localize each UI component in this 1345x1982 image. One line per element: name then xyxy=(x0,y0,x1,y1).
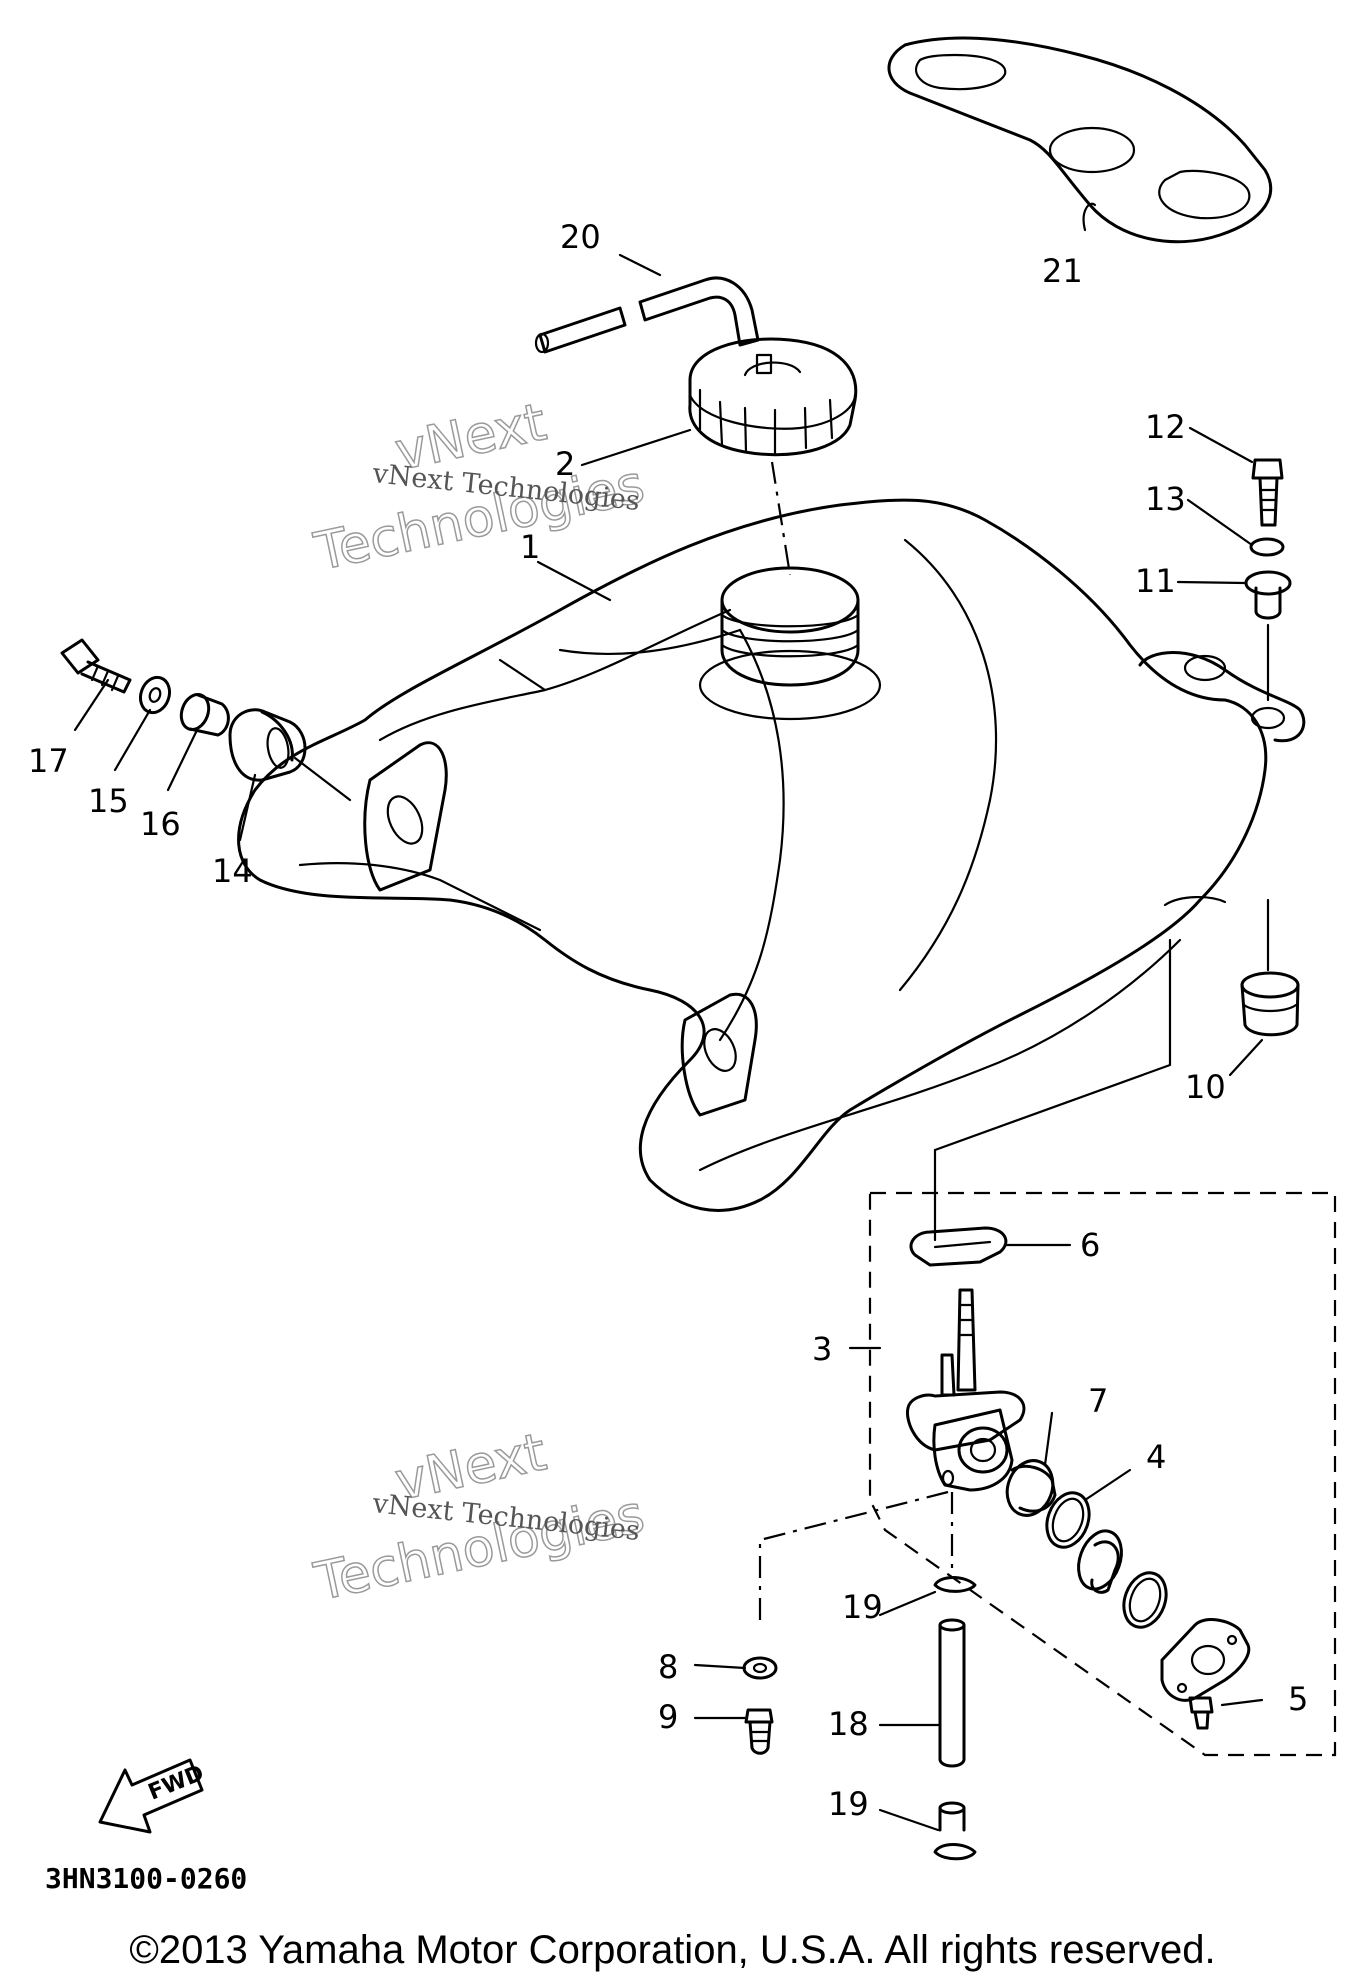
o-ring-2 xyxy=(1122,1571,1168,1629)
part-5-screw xyxy=(1188,1696,1214,1730)
callout-13: 13 xyxy=(1145,480,1186,518)
callout-21: 21 xyxy=(1042,252,1083,290)
callout-1: 1 xyxy=(520,528,540,566)
part-19-clip-upper xyxy=(933,1576,977,1593)
lever-part xyxy=(1077,1529,1123,1594)
part-4-o-ring xyxy=(1045,1491,1091,1549)
part-10-damper xyxy=(1240,971,1300,1037)
part-1-fuel-tank xyxy=(237,498,1306,1212)
callout-9: 9 xyxy=(658,1698,678,1736)
part-19-clip-lower xyxy=(933,1843,977,1861)
part-18-fuel-pipe xyxy=(938,1618,966,1832)
fwd-arrow-icon: FWD xyxy=(98,1758,208,1834)
copyright-notice: ©2013 Yamaha Motor Corporation, U.S.A. A… xyxy=(129,1928,1216,1972)
watermark-upper: vNext Technologies vNext Technologies xyxy=(309,392,651,584)
callout-19-lower: 19 xyxy=(828,1785,869,1823)
callout-17: 17 xyxy=(28,742,69,780)
part-12-bolt xyxy=(1251,458,1284,527)
callout-7: 7 xyxy=(1088,1382,1108,1420)
part-6-gasket xyxy=(909,1226,1008,1267)
part-13-washer xyxy=(1249,537,1285,557)
callout-11: 11 xyxy=(1135,562,1176,600)
callout-6: 6 xyxy=(1080,1226,1100,1264)
callout-15: 15 xyxy=(88,782,129,820)
callout-5: 5 xyxy=(1288,1680,1308,1718)
part-16-collar xyxy=(179,693,230,737)
part-8-washer xyxy=(742,1656,778,1680)
part-7-filter xyxy=(1005,1459,1057,1517)
callout-2: 2 xyxy=(555,445,575,483)
part-9-drain-bolt xyxy=(744,1708,774,1755)
callout-4: 4 xyxy=(1146,1438,1166,1476)
callout-14: 14 xyxy=(212,852,253,890)
cover-plate xyxy=(1160,1618,1251,1702)
callout-16: 16 xyxy=(140,805,181,843)
part-20-breather-hose xyxy=(534,276,760,354)
part-14-grommet xyxy=(228,708,307,782)
callout-numbers: 20 21 2 12 13 11 1 17 15 16 14 10 6 3 7 … xyxy=(28,218,1308,1823)
callout-3: 3 xyxy=(812,1330,832,1368)
watermark-lower: vNext Technologies vNext Technologies xyxy=(309,1422,651,1614)
callout-8: 8 xyxy=(658,1648,678,1686)
callout-12: 12 xyxy=(1145,408,1186,446)
callout-20: 20 xyxy=(560,218,601,256)
part-21-plate xyxy=(887,36,1273,244)
part-17-bolt xyxy=(60,638,132,694)
diagram-code: 3HN3100-0260 xyxy=(45,1862,247,1895)
part-11-collar xyxy=(1244,570,1292,620)
part-15-washer xyxy=(138,675,172,715)
part-2-fuel-cap xyxy=(688,337,858,457)
callout-19-upper: 19 xyxy=(842,1588,883,1626)
callout-10: 10 xyxy=(1185,1068,1226,1106)
part-3-fuel-cock xyxy=(905,1288,1026,1492)
callout-18: 18 xyxy=(828,1705,869,1743)
leader-lines xyxy=(73,202,1264,1832)
